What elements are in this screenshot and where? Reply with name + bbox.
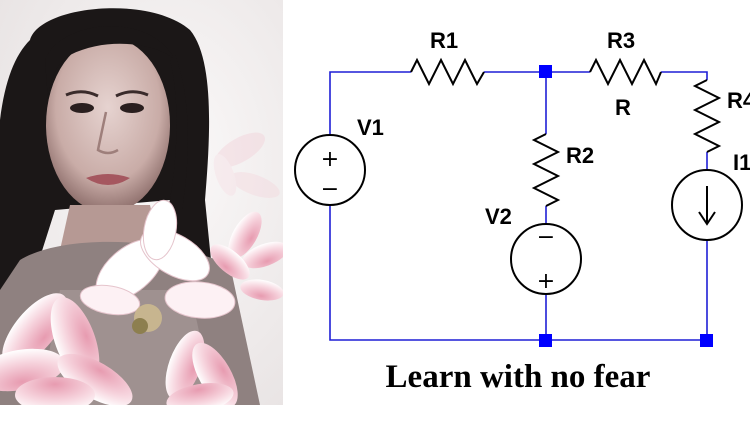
label-i1: I1 [733, 150, 750, 175]
tagline: Learn with no fear [386, 359, 651, 395]
label-v1: V1 [357, 115, 384, 140]
portrait-image [0, 0, 283, 405]
junction-node-bottom-middle [539, 334, 552, 347]
portrait-illustration [0, 0, 283, 405]
v2-minus-sign: − [537, 225, 555, 250]
resistor-r1 [410, 57, 485, 87]
resistor-r4 [692, 79, 722, 153]
label-v2: V2 [485, 204, 512, 229]
circuit-panel: + − − + R1 R3 R R4 V1 R2 V2 I1 Learn wit… [283, 0, 750, 422]
wire-ground-bus [329, 205, 708, 341]
resistor-r3 [589, 57, 662, 87]
label-r1: R1 [430, 28, 458, 53]
resistor-r2 [531, 133, 561, 207]
background-flowers [213, 132, 280, 198]
current-arrow-down-icon [698, 211, 716, 226]
current-source-i1 [671, 169, 743, 241]
wires [329, 71, 708, 341]
flower-white [79, 199, 236, 334]
voltage-source-v2: − + [510, 223, 582, 295]
label-r-param: R [615, 95, 631, 120]
label-r3: R3 [607, 28, 635, 53]
label-r2: R2 [566, 143, 594, 168]
junction-node-top [539, 65, 552, 78]
junction-node-bottom-right [700, 334, 713, 347]
flower-pink-left [0, 293, 133, 405]
v1-plus-sign: + [321, 147, 339, 172]
voltage-source-v1: + − [294, 134, 366, 206]
wire-v1-to-r1 [329, 71, 411, 136]
v2-plus-sign: + [537, 269, 555, 294]
flower-pink-right [210, 211, 283, 301]
flower-pink-bottom [165, 330, 238, 405]
v1-minus-sign: − [321, 177, 339, 202]
wire-r3-to-r4 [661, 71, 708, 80]
circuit-diagram: + − − + R1 R3 R R4 V1 R2 V2 I1 Learn wit… [294, 28, 750, 395]
label-r4: R4 [727, 88, 750, 113]
